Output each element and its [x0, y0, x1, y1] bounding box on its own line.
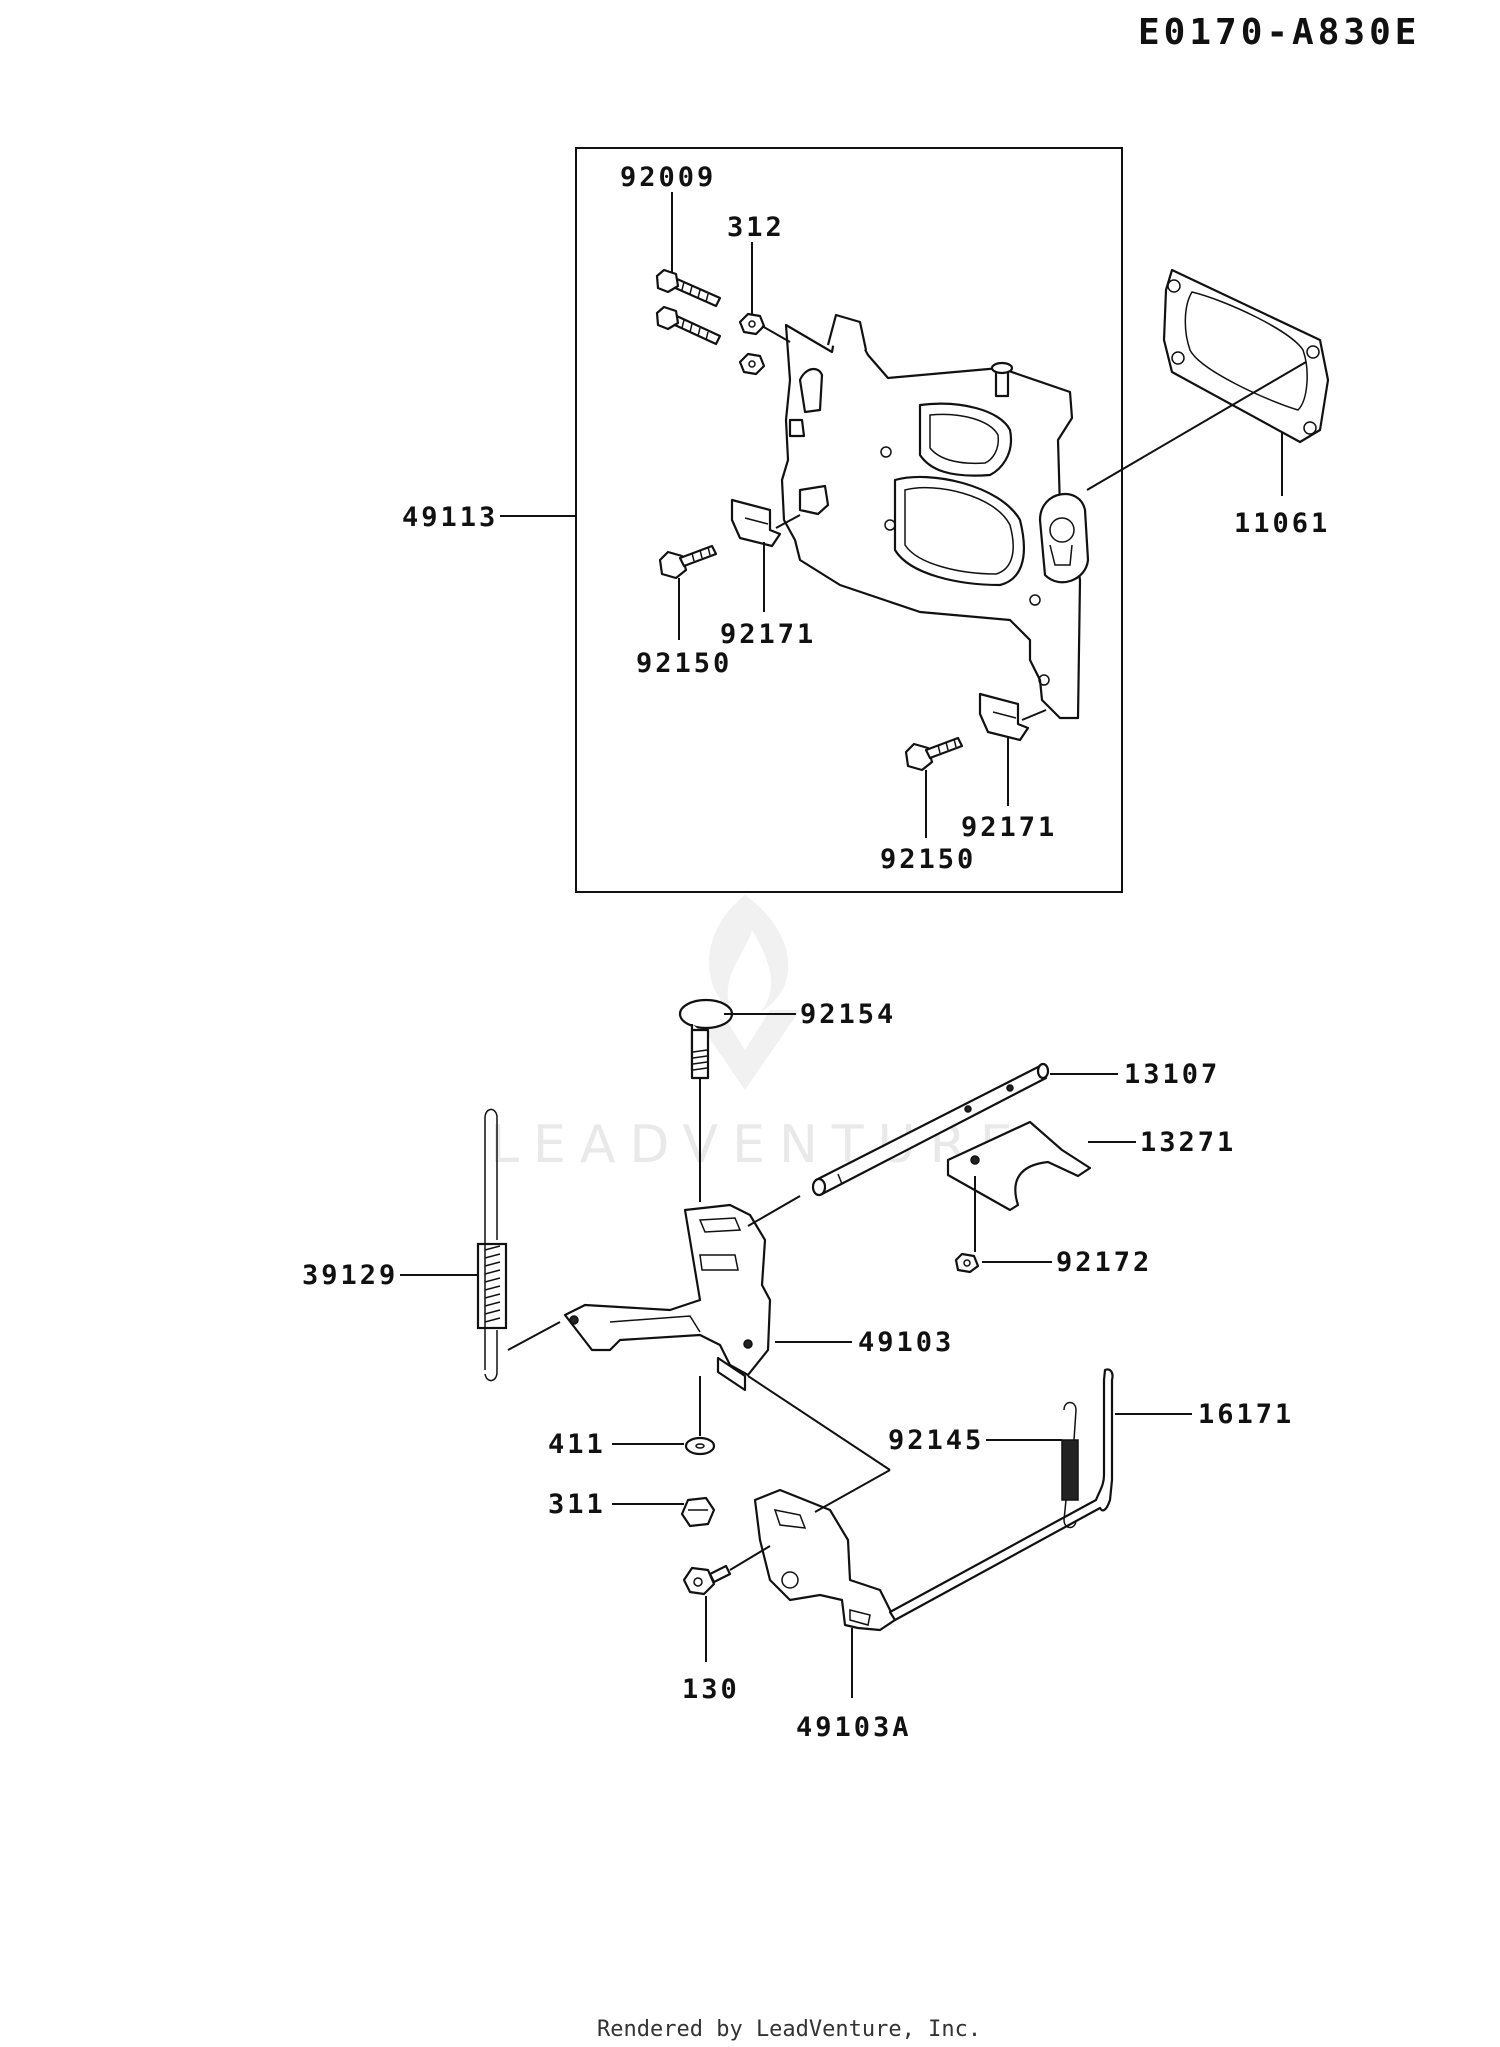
callout-13107[interactable]: 13107: [1124, 1059, 1220, 1090]
callout-16171[interactable]: 16171: [1198, 1399, 1294, 1430]
callout-92154[interactable]: 92154: [800, 999, 896, 1030]
callout-311[interactable]: 311: [548, 1489, 606, 1520]
spring-92145: [1061, 1401, 1079, 1529]
leader-lines-bottom: [400, 1013, 1192, 1698]
shaft-13107: [811, 1062, 1050, 1197]
callout-92171-right[interactable]: 92171: [961, 812, 1057, 843]
callout-92150-left[interactable]: 92150: [636, 648, 732, 679]
callout-13271[interactable]: 13271: [1140, 1127, 1236, 1158]
spring-39129: [476, 1108, 508, 1382]
footer-credit: Rendered by LeadVenture, Inc.: [597, 2017, 981, 2042]
clip-92171-right: [978, 692, 1030, 742]
callout-411[interactable]: 411: [548, 1429, 606, 1460]
bolt-130: [682, 1564, 732, 1596]
callout-49103[interactable]: 49103: [858, 1327, 954, 1358]
screw-92150-right: [904, 736, 964, 772]
plate-13271: [946, 1120, 1092, 1252]
clip-92171-left: [730, 498, 782, 548]
washer-411: [684, 1436, 716, 1456]
screw-92172: [954, 1252, 980, 1274]
callout-49113[interactable]: 49113: [402, 502, 498, 533]
screw-92150-left: [658, 544, 718, 580]
gasket-11061: [1162, 268, 1330, 444]
callout-92150-right[interactable]: 92150: [880, 844, 976, 875]
control-panel-plate: [780, 313, 1090, 720]
callout-92171-left[interactable]: 92171: [720, 619, 816, 650]
lever-49103: [563, 1203, 772, 1392]
callout-49103A[interactable]: 49103A: [796, 1712, 912, 1743]
callout-39129[interactable]: 39129: [302, 1260, 398, 1291]
callout-92172[interactable]: 92172: [1056, 1247, 1152, 1278]
nuts-312: [738, 312, 766, 376]
panel-assembly-box: [575, 147, 1123, 893]
watermark-logo: [690, 895, 800, 1090]
lever-49103A: [753, 1488, 897, 1632]
callout-92009[interactable]: 92009: [620, 162, 716, 193]
rod-16171: [888, 1368, 1114, 1622]
callout-11061[interactable]: 11061: [1234, 508, 1330, 539]
leader-lines-top: [500, 192, 1307, 838]
diagram-code: E0170-A830E: [1138, 12, 1420, 53]
bolts-92009: [655, 268, 722, 346]
nut-311: [680, 1496, 716, 1528]
callout-312[interactable]: 312: [727, 212, 785, 243]
callout-92145[interactable]: 92145: [888, 1425, 984, 1456]
callout-130[interactable]: 130: [682, 1674, 740, 1705]
